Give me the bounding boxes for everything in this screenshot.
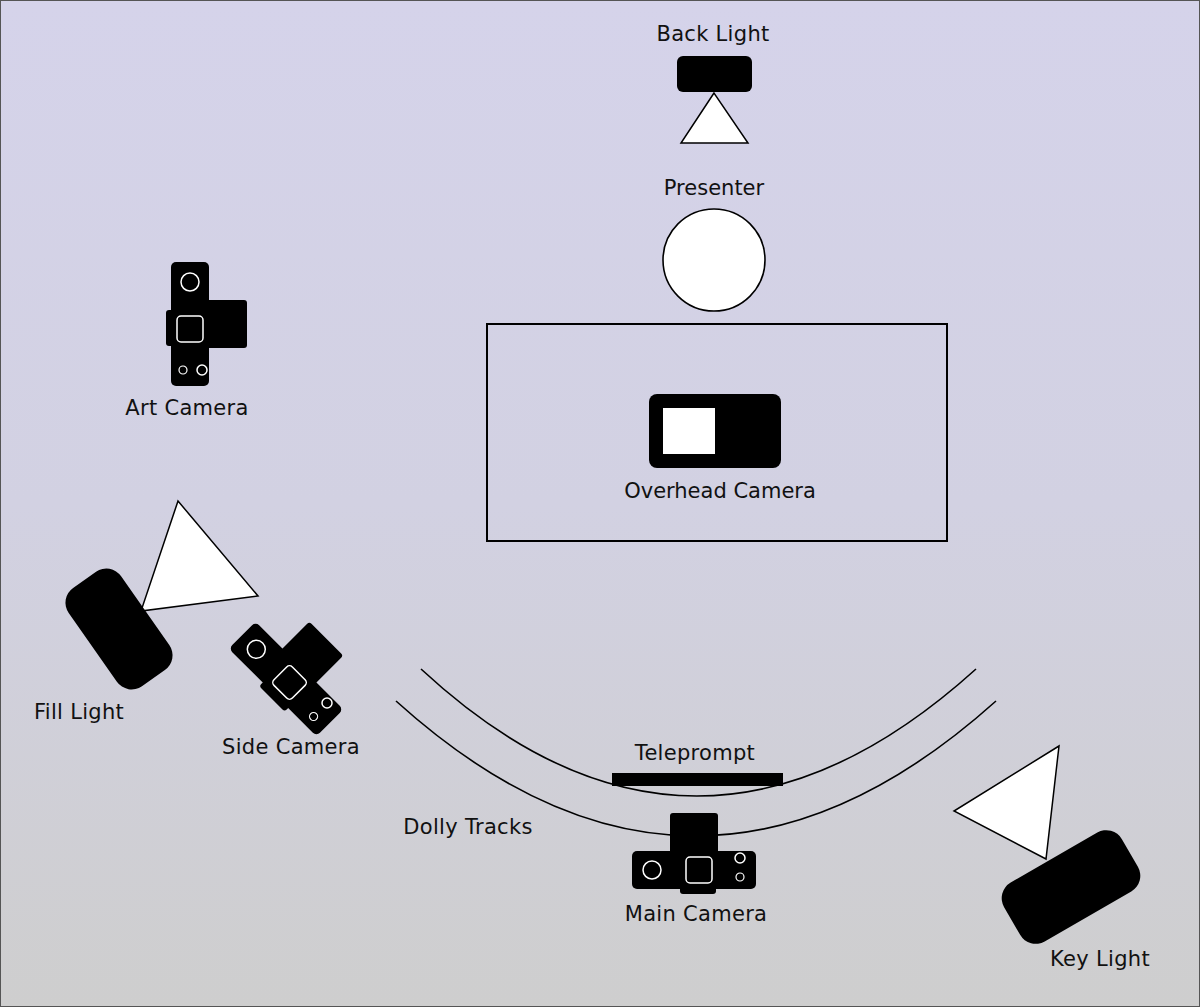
equipment-label: Fill Light <box>34 700 124 724</box>
side-camera <box>225 595 370 740</box>
equipment-label: Dolly Tracks <box>403 815 532 839</box>
equipment-label: Side Camera <box>222 735 360 759</box>
fill-light <box>58 561 179 696</box>
node-label: Overhead Camera <box>624 479 816 503</box>
equipment-label: Art Camera <box>125 396 248 420</box>
key-light <box>995 824 1147 951</box>
overhead-camera <box>649 394 781 468</box>
art-camera <box>166 262 247 386</box>
back-light <box>677 56 752 92</box>
presenter-circle: Presenter <box>631 171 797 313</box>
presenter-circle <box>663 209 765 311</box>
overhead-table: Overhead Camera <box>486 323 948 542</box>
node-label: Presenter <box>664 176 764 200</box>
camera-window <box>663 408 715 454</box>
light-beam <box>681 93 748 143</box>
equipment-label: Teleprompt <box>635 741 755 765</box>
equipment-label: Main Camera <box>625 902 768 926</box>
light-beam <box>141 501 258 611</box>
teleprompter <box>612 773 783 786</box>
equipment-label: Back Light <box>656 22 769 46</box>
light-beam <box>954 746 1059 859</box>
main-camera <box>632 813 756 894</box>
equipment-label: Key Light <box>1050 947 1150 971</box>
